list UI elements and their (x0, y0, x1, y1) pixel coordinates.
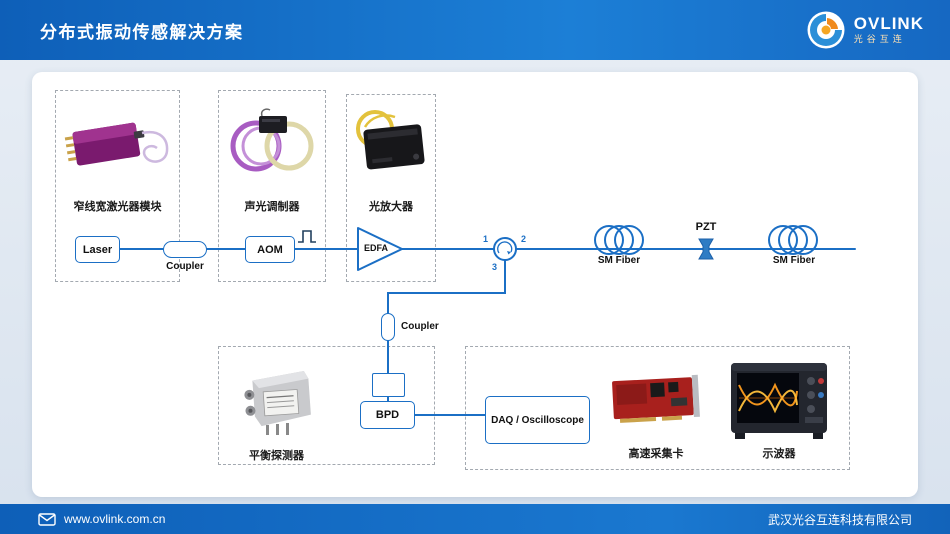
coupler2-node (381, 313, 395, 341)
logo-text: OVLINK 光谷互连 (853, 13, 924, 46)
circulator-symbol (493, 237, 517, 261)
sm-fiber2-label: SM Fiber (772, 255, 816, 266)
sm-fiber1-label: SM Fiber (597, 255, 641, 266)
laser-module-photo (64, 122, 169, 166)
coupler2-label: Coupler (401, 321, 439, 332)
group-daq: 高速采集卡 示波器 (465, 346, 850, 470)
group-aom-label: 声光调制器 (244, 201, 300, 213)
photodiode-node (372, 373, 405, 397)
diagram-canvas: 窄线宽激光器模块 声光调制器 光放大器 (32, 72, 918, 497)
group-daq-card-label: 高速采集卡 (628, 448, 684, 460)
oscilloscope-photo (731, 363, 827, 439)
group-scope-label: 示波器 (762, 448, 796, 460)
fiber-coil-2 (768, 225, 818, 255)
group-detector-label: 平衡探测器 (249, 450, 304, 462)
group-laser-module: 窄线宽激光器模块 (55, 90, 180, 282)
daq-node: DAQ / Oscilloscope (485, 396, 590, 444)
daq-card-photo (612, 374, 700, 423)
aom-photo (230, 108, 314, 172)
pzt-symbol (698, 238, 714, 260)
group-amplifier-label: 光放大器 (369, 201, 413, 213)
laser-node: Laser (75, 236, 120, 263)
company-text: 武汉光谷互连科技有限公司 (767, 512, 912, 527)
header: 分布式振动传感解决方案 OVLINK 光谷互连 (0, 0, 950, 60)
website-text: www.ovlink.com.cn (64, 512, 166, 526)
group-laser-module-label: 窄线宽激光器模块 (73, 201, 162, 213)
ovlink-logo: OVLINK 光谷互连 (806, 10, 924, 50)
fiber-coil-1 (594, 225, 644, 255)
mail-icon (38, 512, 56, 526)
group-aom: 声光调制器 (218, 90, 326, 282)
circulator-port-1: 1 (483, 234, 489, 244)
circulator-port-3: 3 (492, 262, 498, 272)
aom-node: AOM (245, 236, 295, 263)
footer: www.ovlink.com.cn 武汉光谷互连科技有限公司 (0, 504, 950, 534)
circulator-port-2: 2 (521, 234, 527, 244)
amplifier-photo (356, 110, 425, 170)
coupler1-label: Coupler (166, 261, 204, 272)
pzt-label: PZT (695, 221, 717, 233)
edfa-label: EDFA (363, 243, 388, 253)
bpd-node: BPD (360, 401, 415, 429)
page-title: 分布式振动传感解决方案 (40, 22, 244, 42)
detector-photo (244, 370, 311, 435)
ovlink-logo-icon (807, 11, 845, 49)
coupler1-node (163, 241, 207, 258)
logo-wordmark: OVLINK (853, 13, 924, 33)
logo-subtitle: 光谷互连 (853, 34, 906, 45)
footer-site: www.ovlink.com.cn (38, 512, 165, 526)
group-amplifier: 光放大器 (346, 94, 436, 282)
group-detector: 平衡探测器 (218, 346, 435, 465)
